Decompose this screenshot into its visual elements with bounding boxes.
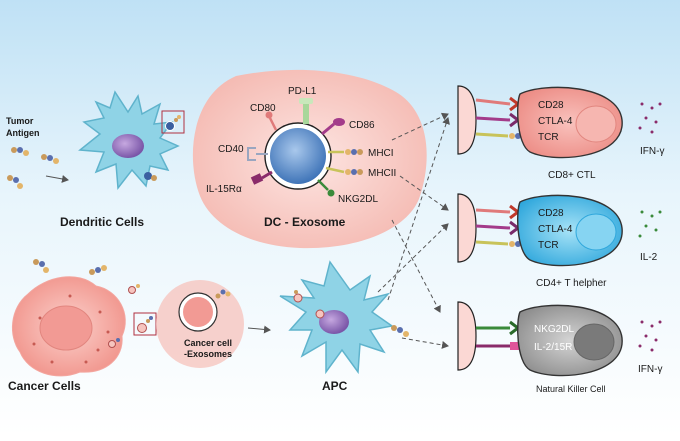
ctl-cytokine-dots <box>638 102 662 134</box>
cancer-antigen-particles <box>33 259 140 348</box>
dashed-connectors <box>377 112 450 349</box>
nk-exosome-cap <box>457 301 477 371</box>
target-nk: NKG2DL IL-2/15R Natural Killer Cell IFN-… <box>457 301 662 394</box>
ctl-cytokine-label: IFN-γ <box>640 146 664 157</box>
nk-receptor-2: IL-2/15R <box>534 342 572 353</box>
nk-receptor-1: NKG2DL <box>534 324 574 335</box>
helper-exosome-cap <box>457 193 477 263</box>
marker-nkg2dl: NKG2DL <box>317 179 378 205</box>
ctl-receptor-3: TCR <box>538 132 559 143</box>
svg-text:CD40: CD40 <box>218 144 244 155</box>
apc-nucleus <box>319 310 349 334</box>
cancer-exosome-label-2: -Exosomes <box>184 349 232 359</box>
nk-cytokine-dots <box>638 320 662 352</box>
tumor-antigen-group: Tumor Antigen <box>6 116 69 189</box>
helper-receptor-1: CD28 <box>538 208 564 219</box>
cancer-cells-label: Cancer Cells <box>8 379 81 393</box>
dendritic-cells-label: Dendritic Cells <box>60 215 144 229</box>
target-helper: CD28 CTLA-4 TCR CD4+ T helpher IL-2 <box>457 193 662 289</box>
target-ctl: CD28 CTLA-4 TCR CD8+ CTL IFN-γ <box>457 85 664 181</box>
cancer-exosome: Cancer cell -Exosomes <box>156 280 271 368</box>
svg-text:MHCII: MHCII <box>368 168 396 179</box>
marker-pd-l1: PD-L1 <box>288 86 317 124</box>
ctl-exosome-cap <box>457 85 477 155</box>
svg-text:CD86: CD86 <box>349 120 375 131</box>
cancer-cell: Cancer Cells <box>8 259 157 393</box>
apc-label: APC <box>322 379 348 393</box>
dc-exosome-core <box>270 128 326 184</box>
helper-cytokine-dots <box>638 210 662 238</box>
svg-text:IL-15Rα: IL-15Rα <box>206 184 242 195</box>
cancer-exosome-label-1: Cancer cell <box>184 338 232 348</box>
nk-name-label: Natural Killer Cell <box>536 384 606 394</box>
dc-exosome-label: DC - Exosome <box>264 215 346 229</box>
ctl-receptor-1: CD28 <box>538 100 564 111</box>
marker-mhcii: MHCII <box>325 166 396 179</box>
dendritic-nucleus <box>112 134 144 158</box>
marker-cd80: CD80 <box>250 103 278 131</box>
antigen-arrow <box>45 174 69 183</box>
dc-exosome: PD-L1 CD80 CD86 CD40 MHCI MHCII <box>192 69 427 249</box>
cancer-exosome-arrow <box>247 325 271 334</box>
helper-receptor-3: TCR <box>538 240 559 251</box>
marker-mhci: MHCI <box>328 148 394 159</box>
tumor-antigen-label-2: Antigen <box>6 128 40 138</box>
dendritic-cell: Dendritic Cells <box>60 90 185 229</box>
apc-cell: APC <box>279 260 409 393</box>
svg-text:PD-L1: PD-L1 <box>288 86 317 97</box>
helper-name-label: CD4+ T helpher <box>536 278 607 289</box>
tumor-antigen-label-1: Tumor <box>6 116 34 126</box>
svg-text:MHCI: MHCI <box>368 148 394 159</box>
ctl-name-label: CD8+ CTL <box>548 170 596 181</box>
nk-cytokine-label: IFN-γ <box>638 364 662 375</box>
svg-text:CD80: CD80 <box>250 103 276 114</box>
cancer-nucleus <box>39 305 93 351</box>
svg-text:NKG2DL: NKG2DL <box>338 194 378 205</box>
helper-receptor-2: CTLA-4 <box>538 224 573 235</box>
antigen-particles <box>7 147 59 189</box>
marker-il15ra: IL-15Rα <box>206 170 273 195</box>
marker-cd86: CD86 <box>321 118 375 136</box>
helper-cytokine-label: IL-2 <box>640 252 658 263</box>
dc-exosome-callout-box <box>161 110 185 134</box>
marker-cd40: CD40 <box>218 144 268 161</box>
ctl-receptor-2: CTLA-4 <box>538 116 573 127</box>
